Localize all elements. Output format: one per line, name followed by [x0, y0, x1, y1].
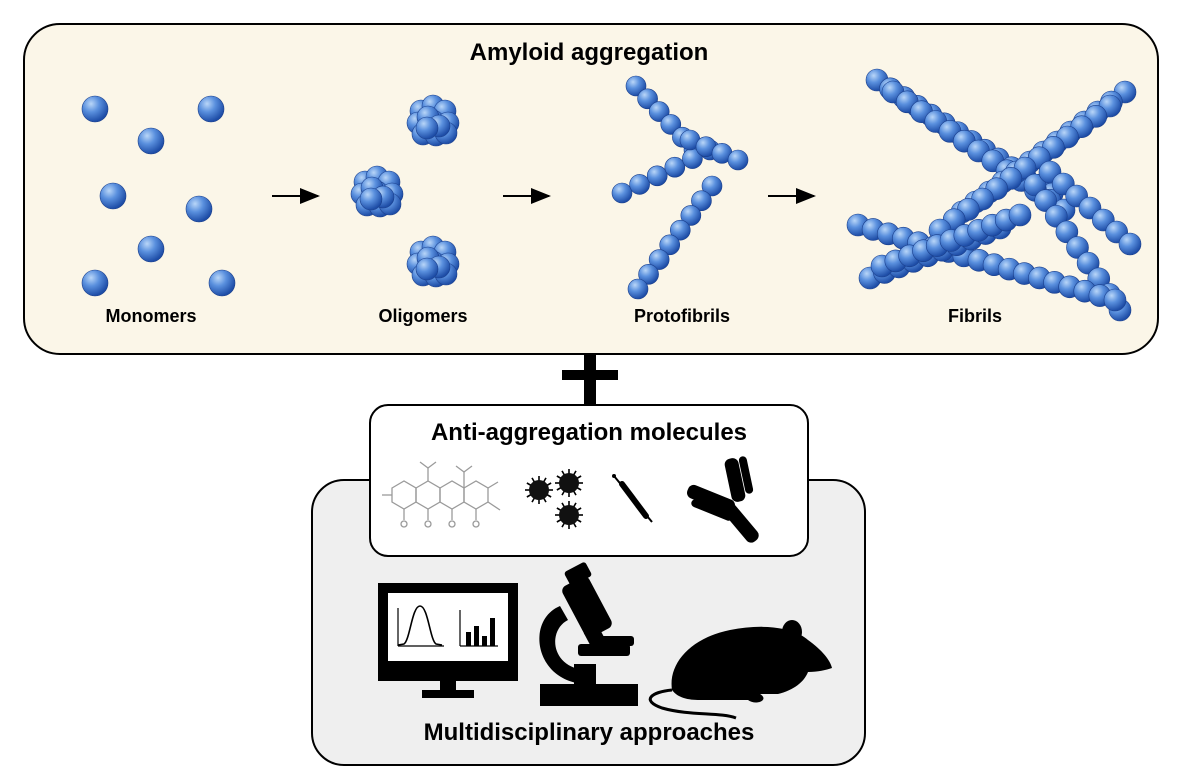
protofibril-sphere — [648, 249, 670, 270]
oligomer-subunit — [415, 116, 439, 140]
fibril-sphere — [1055, 220, 1079, 244]
protofibril-sphere — [680, 205, 702, 226]
oligomers-illustration — [350, 94, 460, 288]
protofibril-sphere — [701, 175, 723, 197]
protofibril-sphere — [646, 165, 668, 187]
monomer-sphere — [185, 195, 213, 223]
inhibition-symbol — [562, 354, 618, 404]
stage-label-monomers: Monomers — [105, 306, 196, 326]
peptide-icon — [612, 474, 653, 523]
protofibril-sphere — [691, 190, 712, 212]
nanoparticle-core — [559, 473, 579, 493]
nanoparticle-core — [529, 480, 549, 500]
stage-label-protofibrils: Protofibrils — [634, 306, 730, 326]
protofibril-sphere — [659, 234, 681, 256]
monomer-sphere — [99, 182, 127, 210]
anti-aggregation-panel — [369, 404, 809, 557]
oligomer-subunit — [415, 257, 439, 281]
fibril-sphere — [1118, 232, 1142, 256]
protofibril-sphere — [627, 278, 649, 300]
fibril-sphere — [1103, 288, 1127, 312]
protofibril-sphere — [664, 156, 686, 178]
stage-label-fibrils: Fibrils — [948, 306, 1002, 326]
amyloid-aggregation-title: Amyloid aggregation — [470, 39, 709, 66]
multidisciplinary-title: Multidisciplinary approaches — [424, 719, 755, 746]
fibril-sphere — [1034, 189, 1057, 212]
protofibril-sphere — [669, 219, 691, 241]
anti-aggregation-title: Anti-aggregation molecules — [431, 419, 747, 446]
protofibril-sphere — [638, 263, 659, 285]
protofibrils-illustration — [611, 75, 749, 300]
protofibril-sphere — [611, 182, 633, 204]
stage-label-oligomers: Oligomers — [378, 306, 467, 326]
computer-monitor-icon — [378, 583, 518, 698]
oligomer-subunit — [359, 187, 383, 211]
mouse-icon — [648, 620, 832, 720]
antibody-icon — [687, 456, 759, 543]
protofibril-sphere — [629, 174, 650, 195]
monomers-illustration — [81, 95, 236, 297]
microscope-icon — [539, 562, 638, 706]
monomer-sphere — [197, 95, 225, 123]
fibril-sphere — [1023, 173, 1047, 197]
monomer-sphere — [137, 235, 165, 263]
fibril-sphere — [1066, 236, 1089, 259]
fibril-sphere — [1076, 251, 1100, 275]
monomer-sphere — [137, 127, 165, 155]
protofibril-sphere — [727, 149, 749, 171]
nanoparticles-icon — [525, 469, 583, 529]
fibril-sphere — [1044, 204, 1068, 228]
fibril-sphere — [1008, 203, 1032, 227]
monomer-sphere — [81, 269, 109, 297]
monomer-sphere — [208, 269, 236, 297]
nanoparticle-core — [559, 505, 579, 525]
chemical-structure-icon — [382, 461, 501, 528]
monomer-sphere — [81, 95, 109, 123]
fibrils-illustration — [846, 68, 1142, 322]
